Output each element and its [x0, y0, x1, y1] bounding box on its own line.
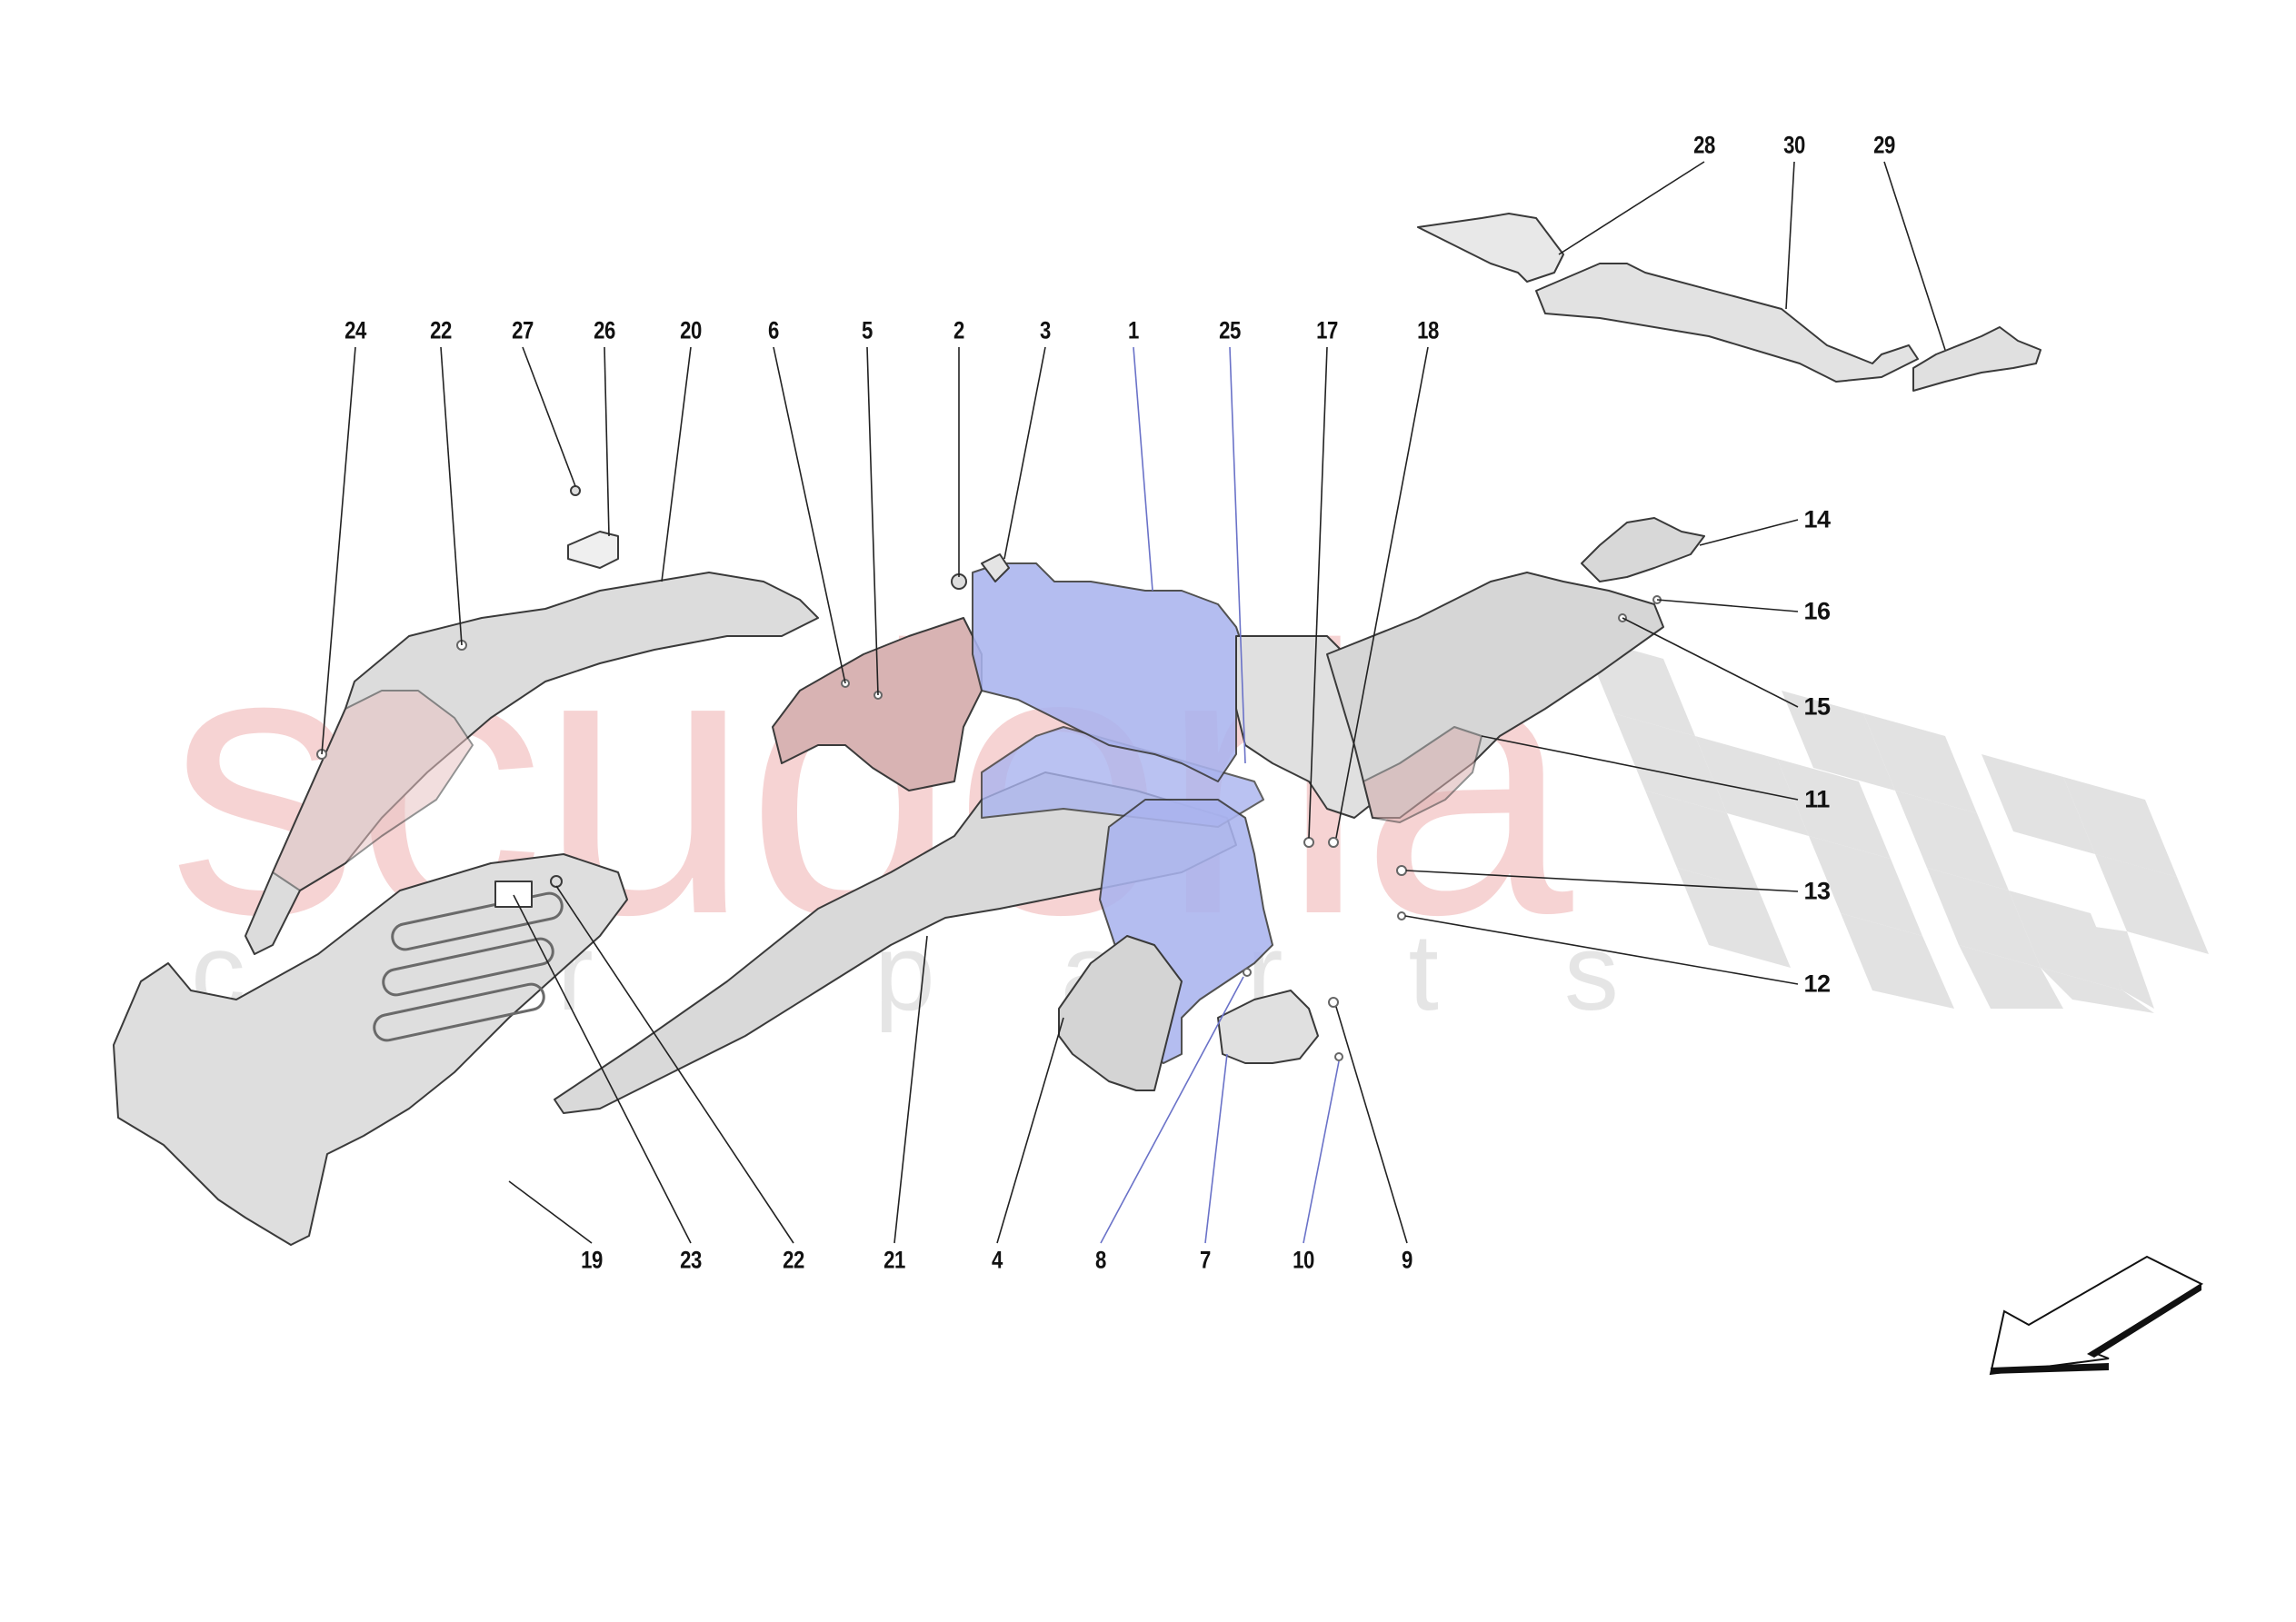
part-22-clip: [550, 875, 563, 888]
label-13: 13: [1803, 877, 1831, 905]
label-30: 30: [1783, 131, 1805, 159]
front-direction-arrow-icon: [1989, 1255, 2204, 1376]
label-7: 7: [1200, 1246, 1211, 1274]
part-28: [1417, 213, 1564, 283]
part-19: [113, 853, 628, 1246]
part-1: [972, 562, 1246, 782]
part-8: [1243, 968, 1252, 977]
label-12: 12: [1803, 970, 1831, 998]
label-24: 24: [344, 316, 366, 344]
part-18-clip: [1328, 837, 1339, 848]
label-21: 21: [883, 1246, 905, 1274]
part-17: [1303, 837, 1314, 848]
label-8: 8: [1095, 1246, 1106, 1274]
label-22-top: 22: [430, 316, 452, 344]
label-6: 6: [768, 316, 779, 344]
label-3: 3: [1040, 316, 1051, 344]
label-16: 16: [1803, 597, 1831, 625]
label-19: 19: [581, 1246, 603, 1274]
label-25: 25: [1219, 316, 1241, 344]
part-14: [1581, 517, 1705, 582]
part-4-gray: [1058, 935, 1183, 1091]
label-10: 10: [1293, 1246, 1314, 1274]
label-23: 23: [680, 1246, 702, 1274]
part-12: [1397, 911, 1406, 920]
label-15: 15: [1803, 692, 1831, 721]
label-4: 4: [992, 1246, 1003, 1274]
part-27: [570, 485, 581, 496]
part-13: [1396, 865, 1407, 876]
label-22-bottom: 22: [783, 1246, 804, 1274]
leader-lines: [321, 161, 1946, 1244]
label-27: 27: [512, 316, 534, 344]
part-29: [1912, 326, 2041, 392]
label-18: 18: [1417, 316, 1439, 344]
part-26: [567, 531, 619, 569]
label-26: 26: [594, 316, 615, 344]
part-7: [1217, 990, 1319, 1064]
label-1: 1: [1128, 316, 1139, 344]
part-5-6: [772, 617, 983, 791]
label-20: 20: [680, 316, 702, 344]
part-10: [1334, 1052, 1343, 1061]
label-9: 9: [1402, 1246, 1413, 1274]
part-23: [494, 881, 533, 908]
label-11: 11: [1804, 785, 1830, 813]
label-28: 28: [1693, 131, 1715, 159]
label-2: 2: [953, 316, 964, 344]
label-14: 14: [1803, 505, 1831, 533]
part-30: [1535, 263, 1919, 383]
label-29: 29: [1873, 131, 1895, 159]
part-3: [981, 553, 1010, 582]
part-9: [1328, 997, 1339, 1008]
label-17: 17: [1316, 316, 1338, 344]
label-5: 5: [862, 316, 873, 344]
